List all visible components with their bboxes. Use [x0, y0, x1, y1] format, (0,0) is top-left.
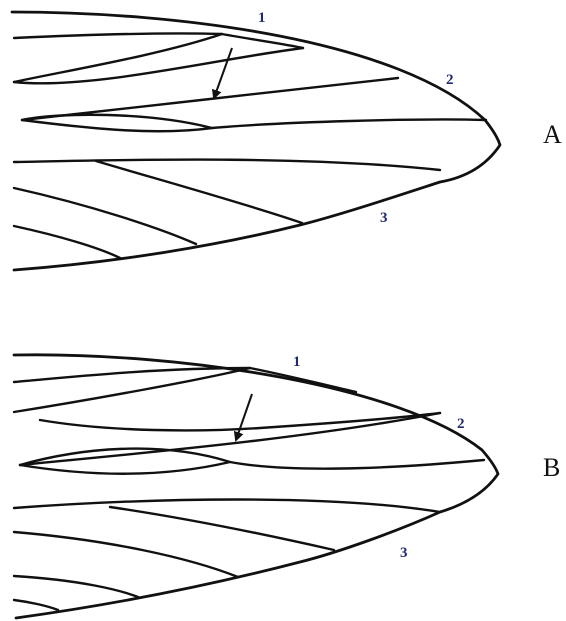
wing-b-vein [12, 366, 252, 384]
wing-b-vein [12, 366, 358, 414]
wing-a-vein [12, 32, 224, 40]
panel-letter-b: B [543, 453, 560, 482]
wing-panel-a: 1 2 3 A [10, 10, 562, 272]
wing-a-vein [12, 186, 198, 246]
wing-b-vein [38, 411, 442, 432]
wing-b-vein-label: 2 [457, 416, 465, 432]
wing-a-vein [20, 113, 214, 130]
wing-b-vein [12, 574, 140, 599]
wing-panel-b: 1 2 3 B [12, 353, 560, 620]
wing-b-vein-label: 1 [293, 354, 301, 370]
wing-b-vein [12, 530, 240, 579]
wing-a-vein [94, 159, 304, 225]
wing-a-vein [12, 46, 305, 85]
wing-a-vein [12, 158, 442, 172]
wing-a-vein-label: 2 [446, 72, 454, 88]
wing-b-margin [12, 353, 500, 620]
wing-b-vein [108, 505, 336, 552]
wing-a-vein-label: 1 [258, 10, 266, 26]
wing-a-vein [20, 118, 488, 133]
wing-b-arrow [233, 393, 253, 442]
wing-a-vein [12, 32, 305, 84]
wing-b-vein [12, 498, 442, 514]
wing-a-vein [12, 224, 122, 260]
wing-a-vein-label: 3 [380, 210, 388, 226]
wing-b-vein [18, 411, 442, 467]
wing-b-vein [18, 460, 232, 475]
wing-a-margin [10, 10, 502, 272]
wing-a-arrow [212, 47, 233, 100]
wing-b-vein-label: 3 [400, 545, 408, 561]
panel-letter-a: A [543, 120, 562, 149]
wing-b-vein [12, 598, 60, 612]
